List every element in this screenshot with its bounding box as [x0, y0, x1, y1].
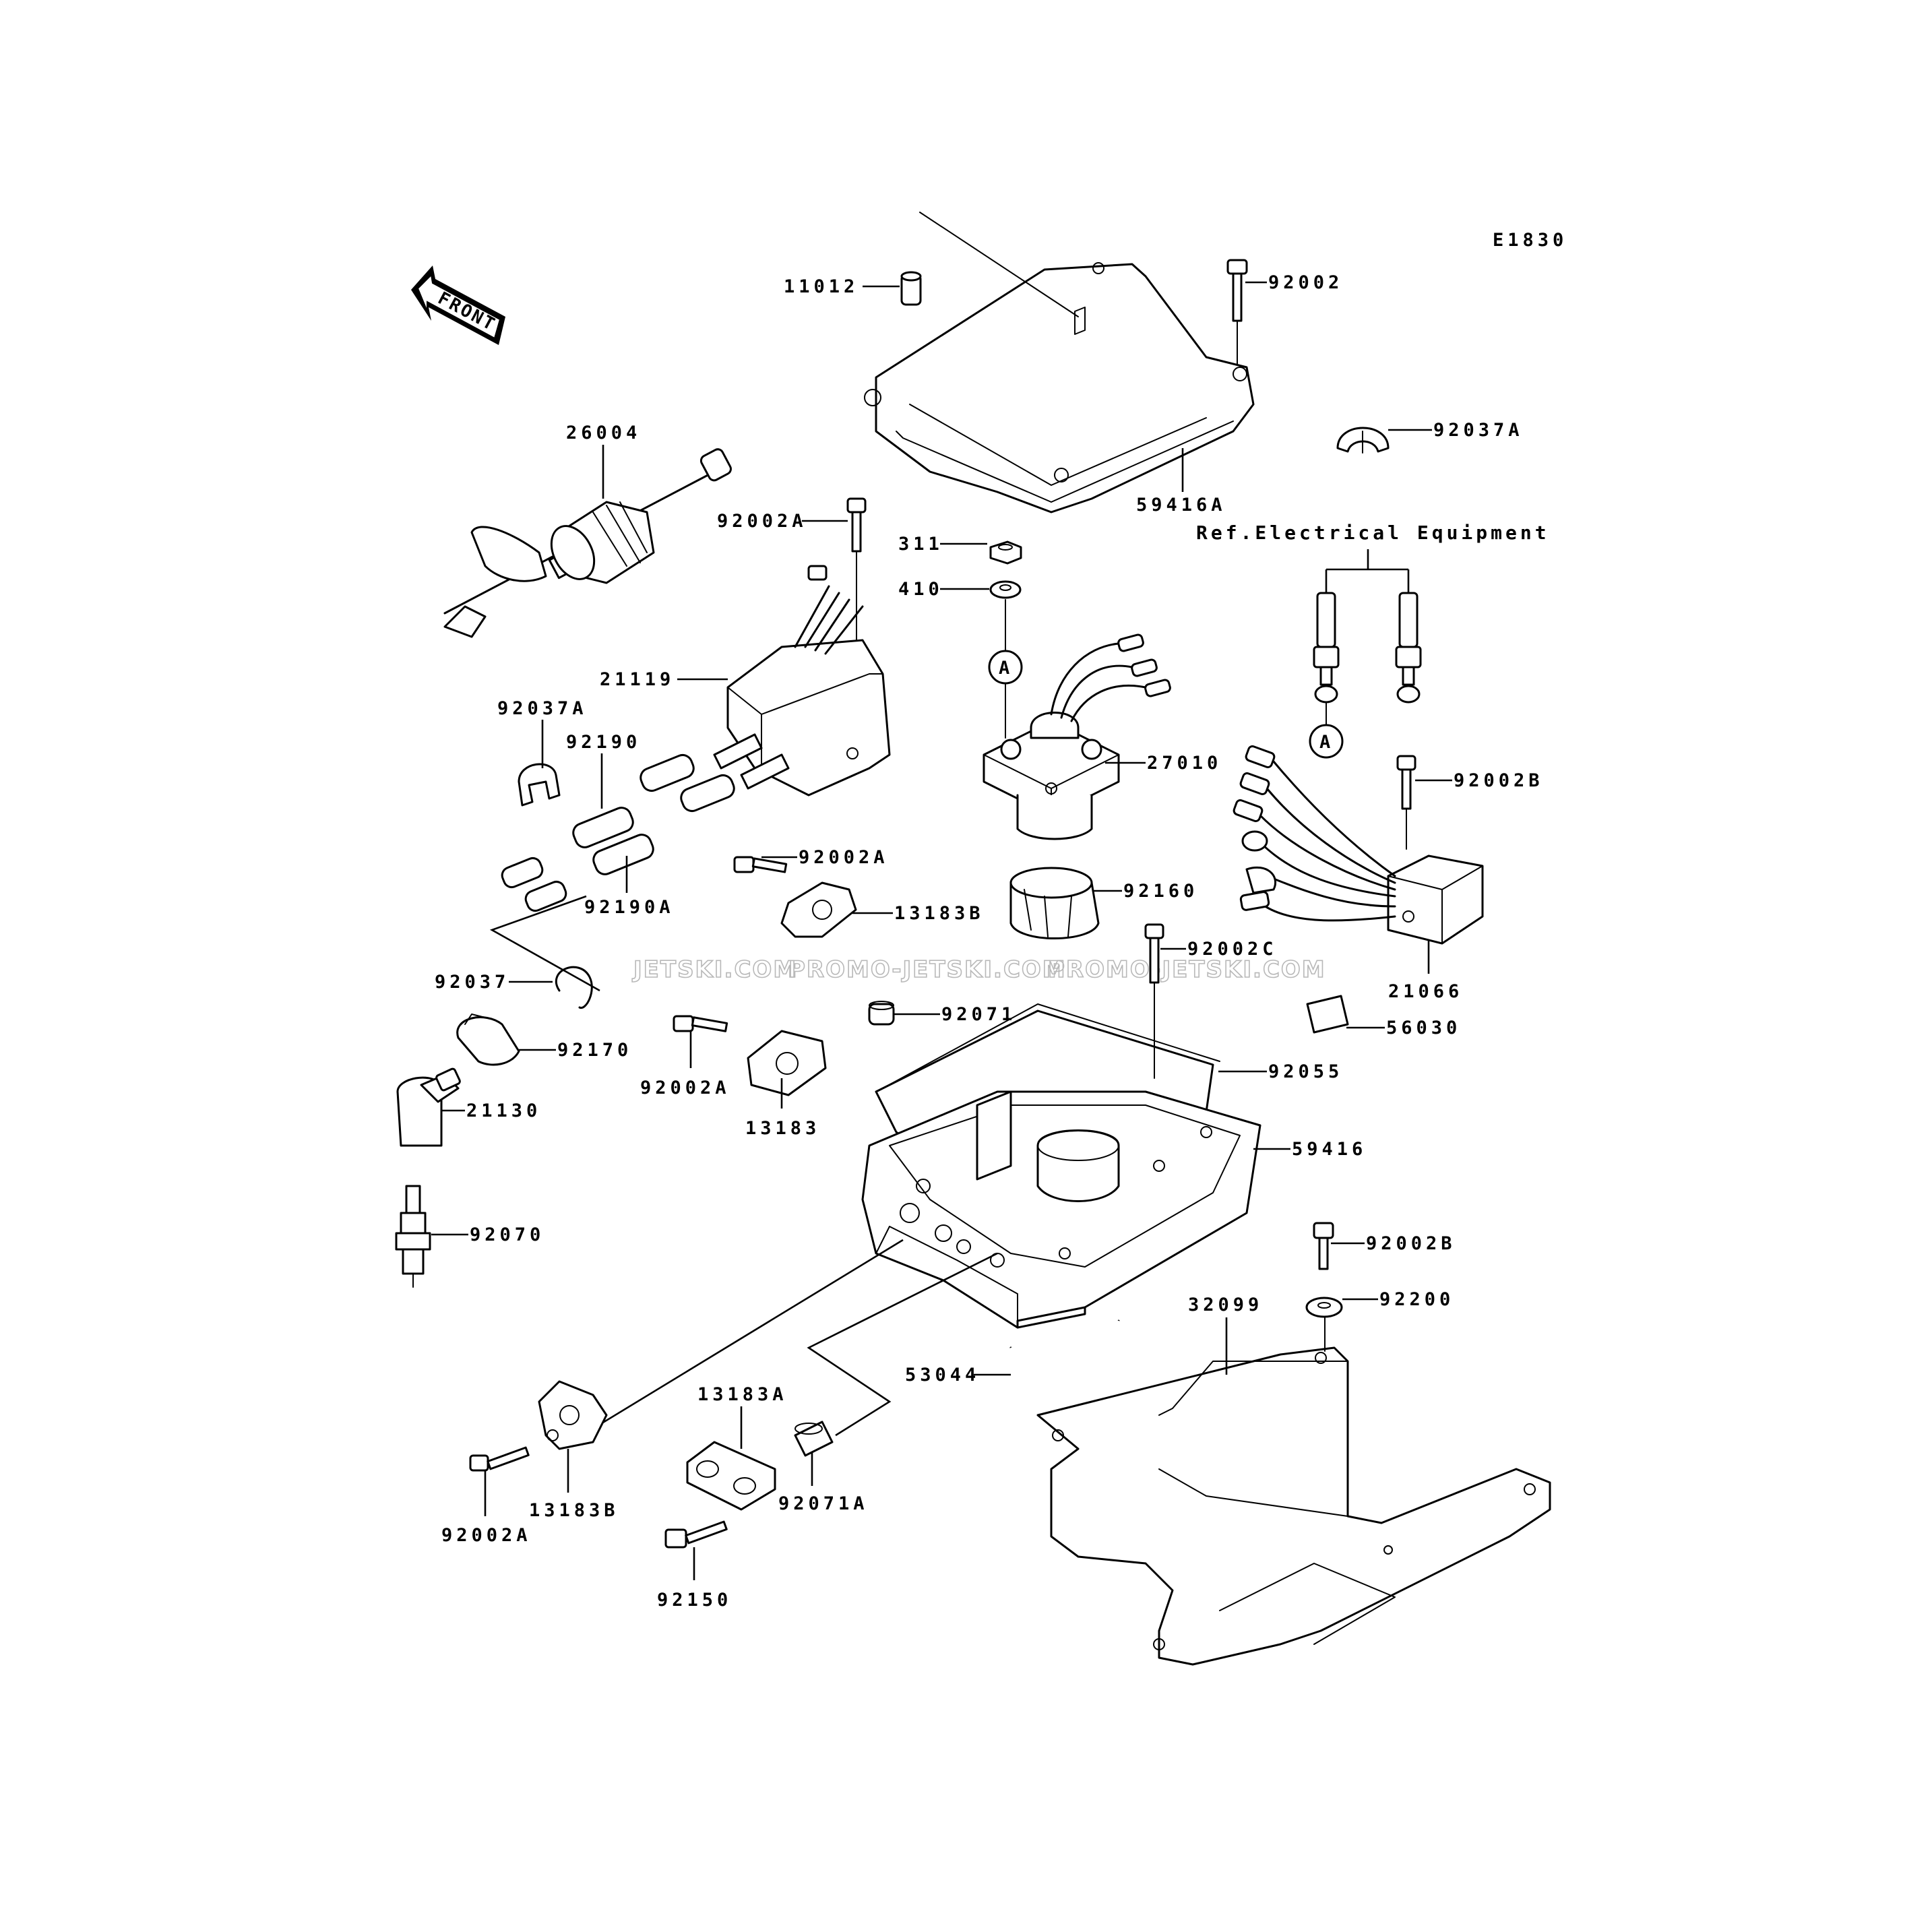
label-56030: 56030 [1386, 1018, 1461, 1038]
label-21119: 21119 [600, 669, 675, 690]
label-59416: 59416 [1292, 1139, 1367, 1160]
clip-92037 [555, 966, 593, 1009]
label-92002A-1: 92002A [717, 511, 807, 532]
bolt-92002C [1144, 923, 1164, 1079]
leader-case-to-bracket [592, 1239, 904, 1430]
plug-cap-21130 [396, 1067, 461, 1147]
label-56030 [1306, 995, 1349, 1034]
regulator-21066 [1233, 745, 1484, 945]
label-32099: 32099 [1188, 1295, 1263, 1315]
reference-note: Ref.Electrical Equipment [1196, 522, 1550, 544]
label-92002B-1: 92002B [1454, 770, 1544, 791]
bolt-92002A-4 [469, 1446, 530, 1472]
bolt-92150 [664, 1520, 728, 1549]
label-27010: 27010 [1147, 753, 1222, 774]
washer-410 [989, 580, 1022, 599]
label-92071: 92071 [941, 1004, 1016, 1025]
label-21130: 21130 [466, 1100, 541, 1121]
label-92037: 92037 [435, 972, 509, 993]
cover-59416A [864, 212, 1255, 513]
label-13183: 13183 [745, 1118, 820, 1139]
label-92190: 92190 [566, 732, 641, 753]
clip-92037A [518, 763, 561, 807]
label-13183A: 13183A [697, 1384, 788, 1405]
label-311: 311 [898, 534, 943, 555]
label-92002B-2: 92002B [1366, 1233, 1456, 1254]
label-92002: 92002 [1268, 272, 1343, 293]
bracket-13183B-1 [780, 881, 857, 938]
washer-92200 [1305, 1297, 1343, 1318]
label-410: 410 [898, 579, 943, 600]
case-59416 [861, 1090, 1261, 1329]
flange-13183 [747, 1030, 827, 1096]
caps-92190 [501, 753, 735, 912]
grommet-92071A [794, 1421, 834, 1457]
cap-92160 [1009, 867, 1100, 939]
part-26004 [443, 448, 732, 638]
label-13183B-2: 13183B [529, 1500, 619, 1521]
label-53044: 53044 [905, 1365, 980, 1385]
front-arrow: FRONT [411, 266, 505, 345]
grommet-92071 [868, 1001, 895, 1026]
label-92055: 92055 [1268, 1061, 1343, 1082]
label-92002A-2: 92002A [799, 847, 889, 868]
label-21066: 21066 [1388, 981, 1463, 1002]
nut-311 [989, 540, 1022, 565]
hose-53044 [1008, 1319, 1121, 1383]
spacer-11012 [900, 271, 922, 306]
diagram-code: E1830 [1493, 230, 1567, 251]
label-92002A-3: 92002A [640, 1078, 730, 1098]
label-92200: 92200 [1379, 1289, 1454, 1310]
label-92170: 92170 [557, 1040, 632, 1061]
watermark-3: PROMO-JETSKI.COM [1048, 956, 1326, 983]
spark-plug-92070 [395, 1185, 431, 1288]
label-13183B-1: 13183B [894, 903, 985, 924]
connector-mark-a-1: A [988, 650, 1023, 685]
label-59416A: 59416A [1136, 495, 1226, 516]
label-26004: 26004 [566, 423, 641, 443]
label-92190A: 92190A [584, 897, 675, 918]
label-11012: 11012 [784, 276, 859, 297]
bolt-92002B-2 [1313, 1222, 1334, 1270]
label-92002A-4: 92002A [441, 1525, 532, 1546]
clip-92170 [456, 1014, 520, 1066]
flange-13183A [686, 1441, 776, 1511]
labels: 11012 92002 92037A 59416A 26004 92002A 3… [431, 272, 1544, 1611]
bolt-92002 [1226, 259, 1248, 365]
label-92070: 92070 [470, 1224, 544, 1245]
svg-text:A: A [1319, 732, 1330, 753]
ref-electrical-equipment: Ref.Electrical Equipment [1196, 522, 1550, 726]
watermark: JETSKI.COM PROMO-JETSKI.COM PROMO-JETSKI… [631, 956, 1326, 984]
label-92160: 92160 [1123, 881, 1198, 902]
switch-27010 [983, 599, 1171, 840]
label-92037A: 92037A [497, 698, 588, 719]
watermark-1: JETSKI.COM [632, 956, 797, 983]
watermark-2: PROMO-JETSKI.COM [788, 956, 1067, 983]
bracket-13183B-2 [538, 1380, 608, 1450]
leader-case-to-grommet [807, 1252, 998, 1437]
ignition-coil-21119 [713, 565, 891, 797]
clip-92037A-top [1336, 427, 1390, 454]
connector-mark-a-2: A [1309, 724, 1344, 759]
label-92150: 92150 [657, 1590, 732, 1611]
label-92071A: 92071A [778, 1493, 869, 1514]
bolt-92002A-3 [673, 1015, 728, 1032]
label-92037A-top: 92037A [1433, 420, 1524, 441]
plate-32099 [1036, 1316, 1551, 1666]
bolt-92002A-2 [733, 856, 788, 873]
bolt-92002B-1 [1396, 755, 1416, 850]
svg-text:A: A [999, 658, 1009, 679]
label-92002C: 92002C [1187, 939, 1278, 960]
